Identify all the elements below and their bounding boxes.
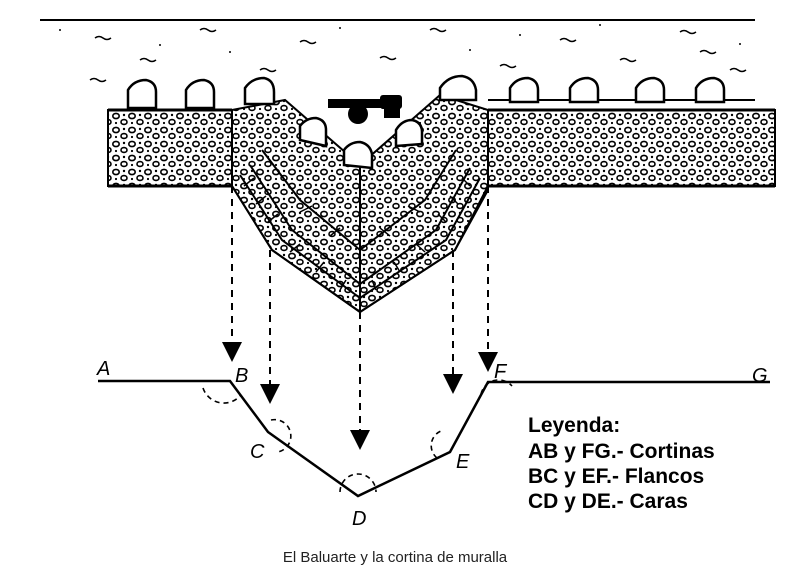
point-label-b: B xyxy=(235,365,248,387)
projection-lines xyxy=(222,186,498,450)
cannon-icon xyxy=(328,95,402,124)
point-label-c: C xyxy=(250,441,265,463)
rampart xyxy=(107,74,776,314)
point-label-f: F xyxy=(494,361,508,383)
legend: Leyenda: AB y FG.- Cortinas BC y EF.- Fl… xyxy=(528,414,715,513)
merlons xyxy=(126,74,726,170)
point-label-g: G xyxy=(752,365,768,387)
figure-caption: El Baluarte y la cortina de muralla xyxy=(282,549,508,566)
bastion-plan xyxy=(98,379,770,498)
legend-item: BC y EF.- Flancos xyxy=(528,465,704,488)
legend-item: CD y DE.- Caras xyxy=(528,490,688,513)
legend-title: Leyenda: xyxy=(528,414,620,437)
legend-item: AB y FG.- Cortinas xyxy=(528,440,715,463)
point-label-e: E xyxy=(456,451,470,473)
point-labels: A B C D E F G xyxy=(96,358,768,530)
point-label-d: D xyxy=(352,508,366,530)
point-label-a: A xyxy=(96,358,110,380)
water xyxy=(40,19,755,83)
